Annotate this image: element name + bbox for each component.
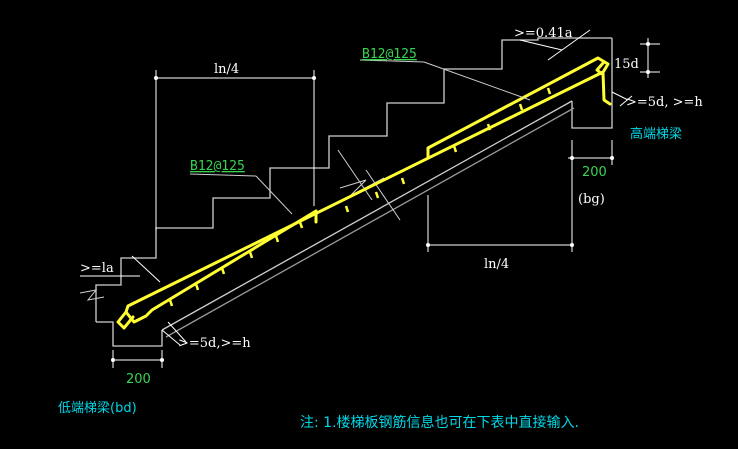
anchor-la-label: >=la	[80, 261, 114, 276]
dim-bottom-ln4: ln/4	[484, 257, 509, 272]
low-beam-label: 低端梯梁(bd)	[58, 401, 137, 416]
dimension-lines	[80, 29, 660, 368]
low-beam-width-label: 200	[126, 372, 151, 387]
high-beam-width-label: 200	[582, 165, 607, 180]
step-profile	[95, 37, 612, 322]
slab-soffit-inner	[165, 107, 575, 338]
dimension-ticks	[111, 42, 650, 362]
stair-outline	[95, 37, 613, 347]
rebar-label-lower: B12@125	[190, 159, 245, 174]
note-text: 注: 1.楼梯板钢筋信息也可在下表中直接输入.	[300, 414, 579, 431]
anchor-041la-label: >=0.41a	[514, 26, 573, 41]
distribution-bars	[168, 87, 552, 307]
top-bar-lower	[124, 209, 318, 324]
high-beam-label: 高端梯梁	[630, 126, 682, 142]
rebar	[116, 56, 612, 330]
top-bar-upper	[426, 56, 610, 160]
low-beam-outline	[96, 321, 163, 347]
bottom-main-bar	[116, 70, 612, 330]
anchor-bottom-5d-h-label: >=5d,>=h	[178, 336, 251, 351]
rebar-label-upper: B12@125	[362, 47, 417, 62]
slab-soffit	[161, 100, 573, 331]
dim-top-ln4: ln/4	[214, 62, 239, 77]
high-beam-outline	[571, 38, 613, 129]
anchor-top-5d-h-label: >=5d, >=h	[626, 95, 703, 110]
anchor-15d-label: 15d	[614, 57, 639, 72]
high-beam-code-label: (bg)	[578, 192, 605, 207]
